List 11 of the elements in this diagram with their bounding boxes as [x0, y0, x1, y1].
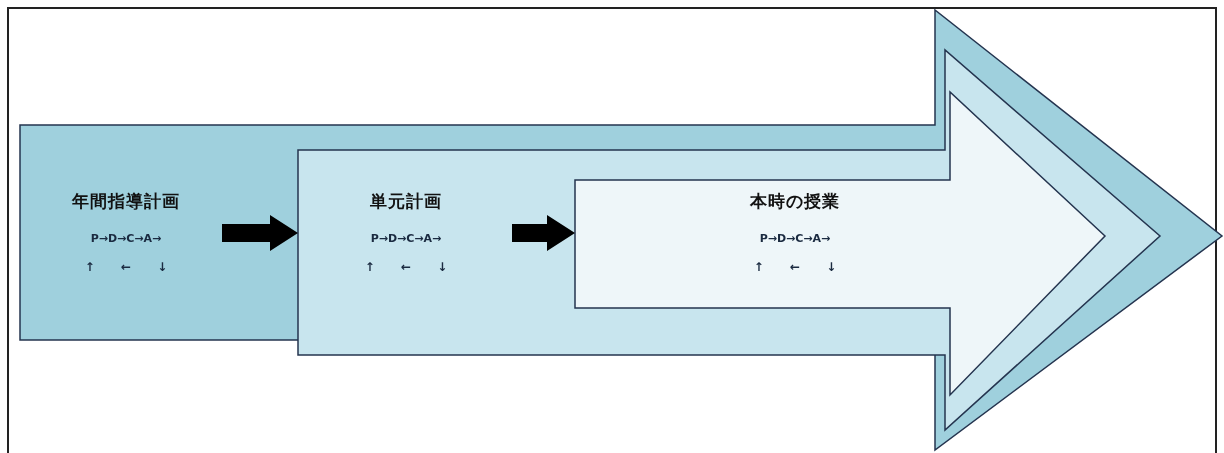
plan-title: 年間指導計画	[71, 190, 181, 213]
pdca-cycle-text: P→D→C→A→	[369, 232, 443, 245]
plan-title: 本時の授業	[749, 190, 841, 213]
pdca-cycle-text: P→D→C→A→	[758, 232, 832, 245]
pdca-cycle-text: P→D→C→A→	[89, 232, 163, 245]
cycle-return-arrows: ↑ ← ↓	[83, 260, 169, 274]
cycle-return-arrows: ↑ ← ↓	[752, 260, 838, 274]
plan-title: 単元計画	[369, 190, 443, 213]
arrow	[512, 215, 575, 251]
cycle-return-arrows: ↑ ← ↓	[363, 260, 449, 274]
arrow	[222, 215, 298, 251]
